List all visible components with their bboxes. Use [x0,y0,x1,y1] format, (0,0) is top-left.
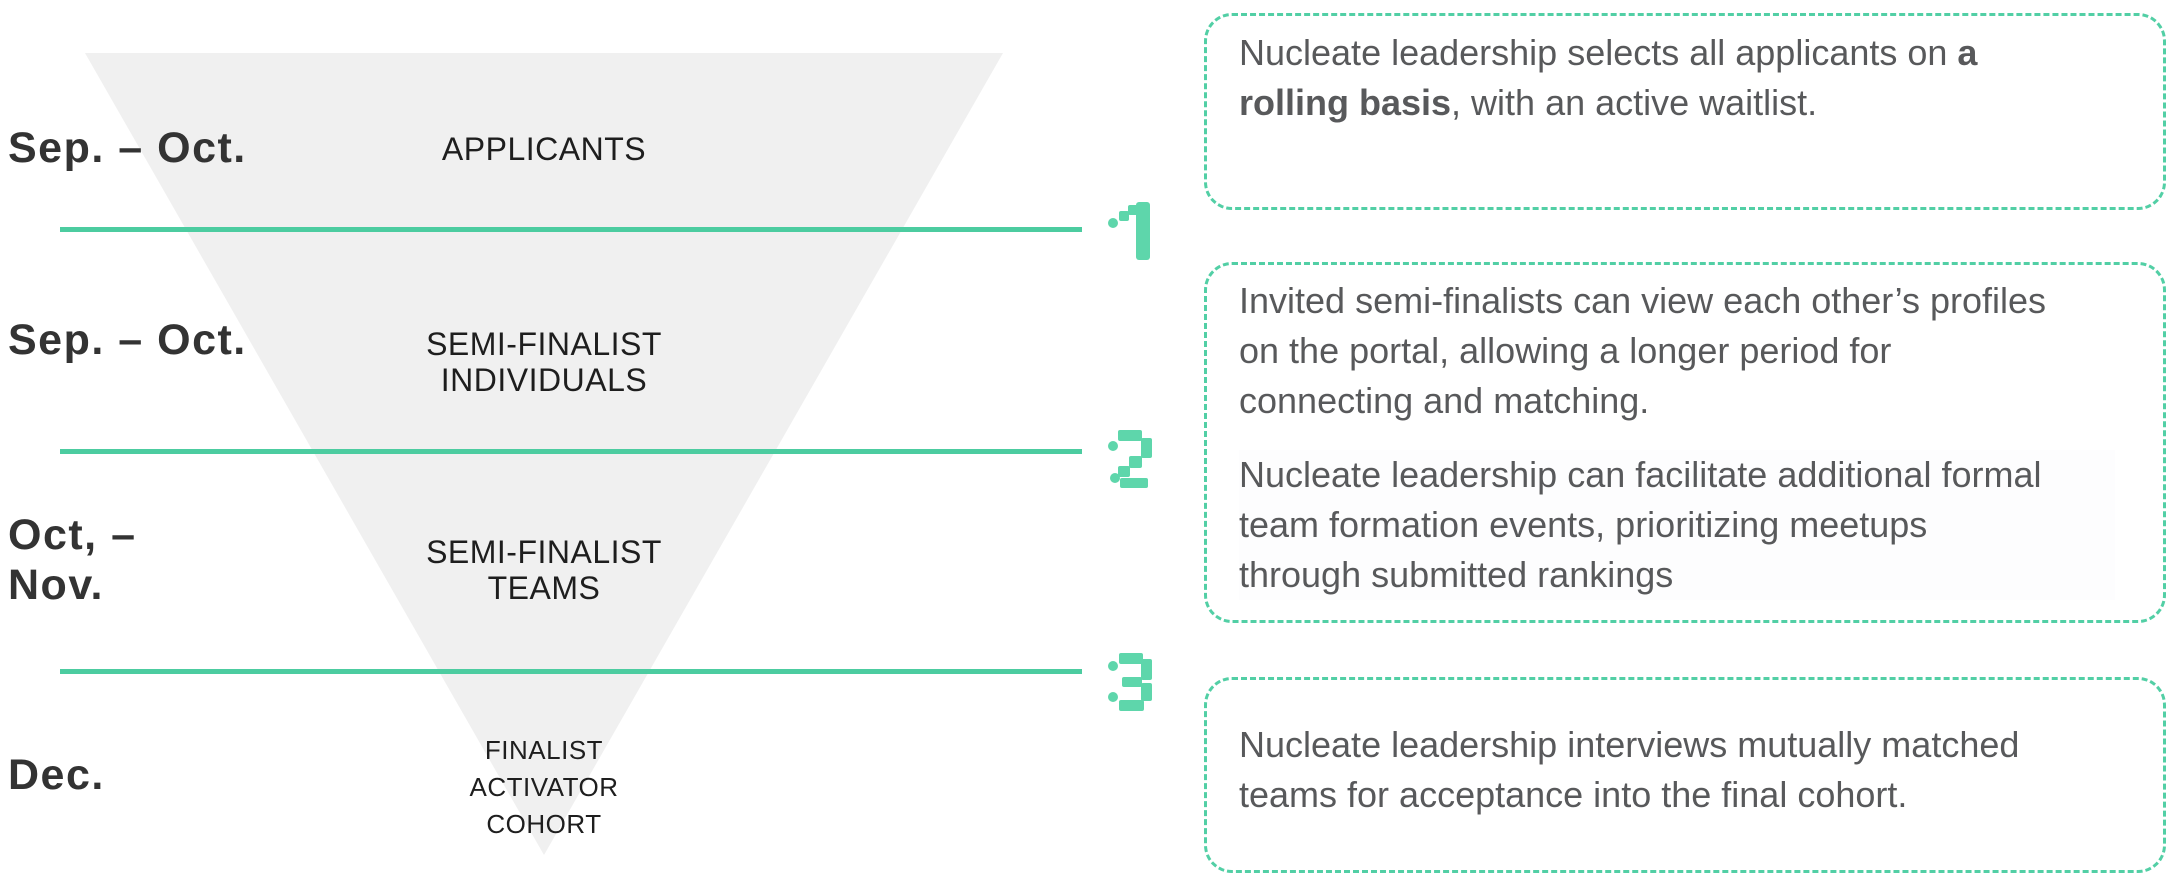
note-paragraph: Nucleate leadership selects all applican… [1239,32,1978,123]
stage-label-applicants: APPLICANTS [441,131,647,167]
stage-date-semifinalist-teams: Oct, – Nov. [8,511,137,609]
stage-date-finalist-cohort: Dec. [8,751,105,799]
stage-date-semifinalist-individuals: Sep. – Oct. [8,316,247,364]
note-box-step-1: Nucleate leadership selects all applican… [1204,13,2166,210]
divider-line-3 [60,669,1082,674]
note-box-step-2: Invited semi-finalists can view each oth… [1204,262,2166,623]
stage-label-finalist-cohort: FINALIST ACTIVATOR COHORT [469,735,619,839]
step-number-3 [1108,653,1152,711]
note-paragraph: Nucleate leadership interviews mutually … [1239,724,2020,815]
stage-label-semifinalist-teams: SEMI-FINALIST TEAMS [426,534,662,606]
step-number-2 [1108,430,1152,488]
divider-line-2 [60,449,1082,454]
note-box-step-3: Nucleate leadership interviews mutually … [1204,677,2166,873]
step-number-1 [1108,202,1152,260]
note-paragraph: Nucleate leadership can facilitate addit… [1239,450,2115,600]
funnel-triangle [85,53,1003,855]
stage-date-applicants: Sep. – Oct. [8,124,247,172]
divider-line-1 [60,227,1082,232]
stage-label-semifinalist-individuals: SEMI-FINALIST INDIVIDUALS [426,326,662,398]
note-paragraph: Invited semi-finalists can view each oth… [1239,280,2047,421]
